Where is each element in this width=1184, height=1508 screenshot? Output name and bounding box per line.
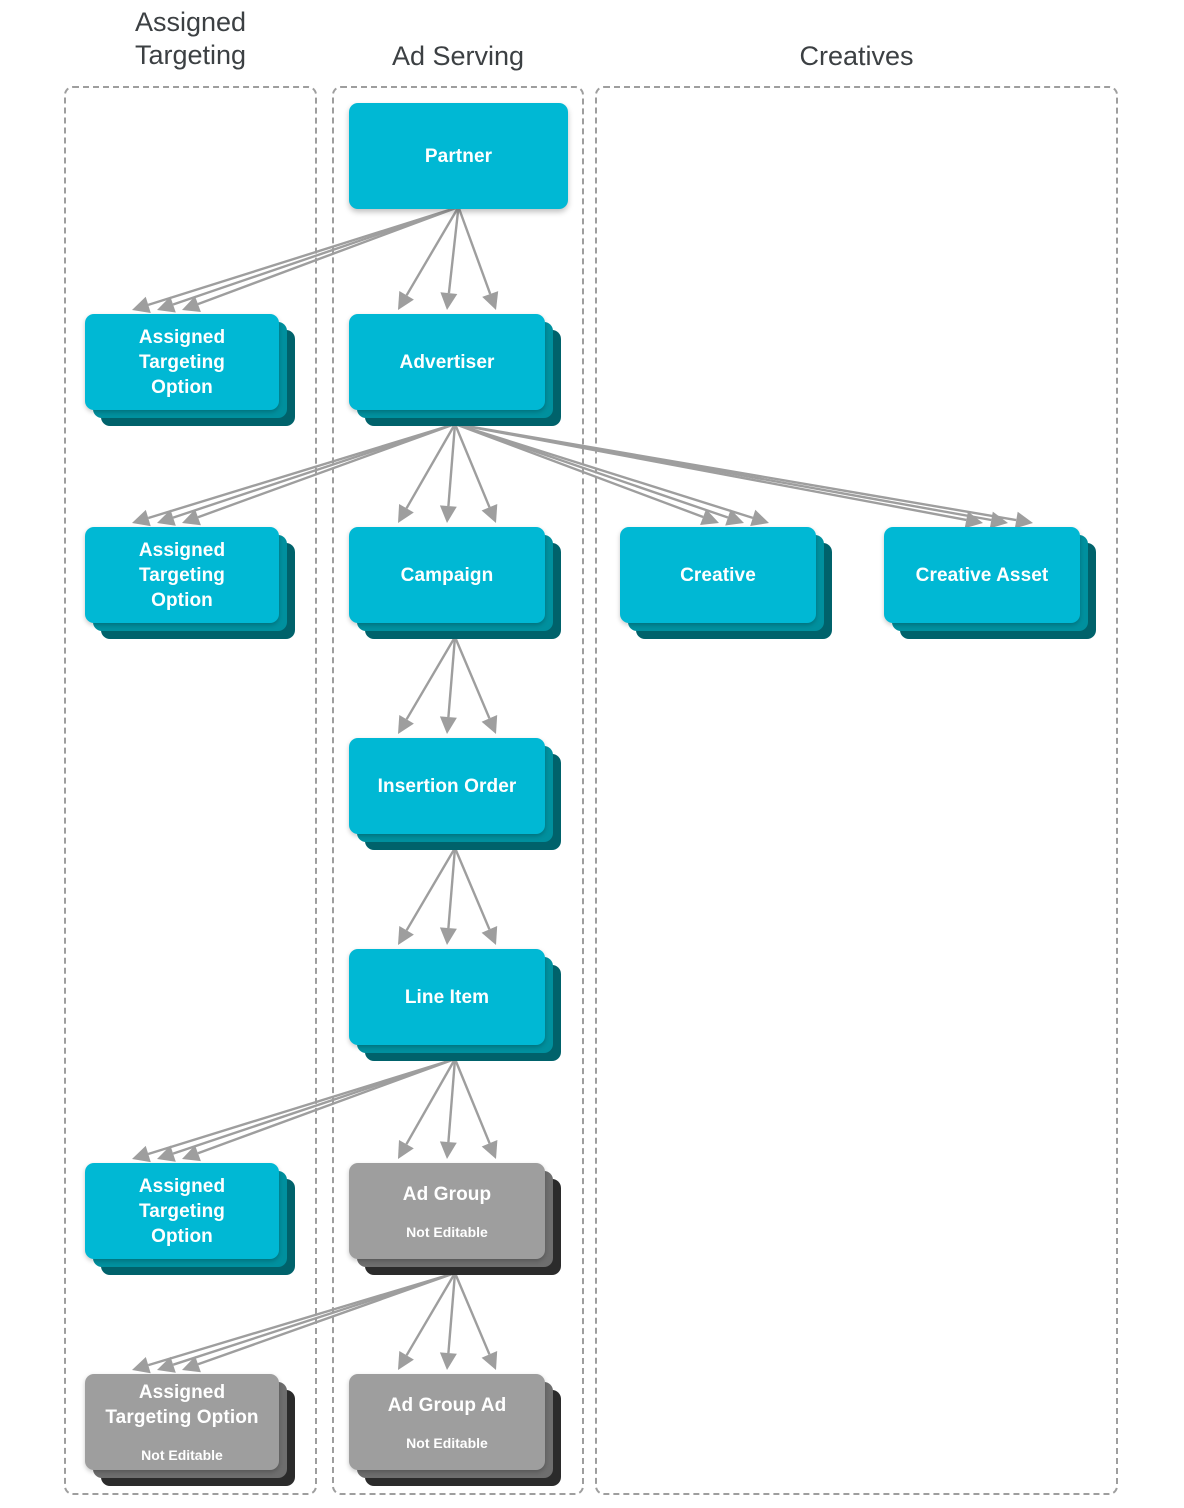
node-line-item[interactable]: Line Item [349, 949, 563, 1063]
node-creative-asset-face[interactable]: Creative Asset [884, 527, 1080, 623]
node-assigned-targeting-option-ad-group-label: Assigned Targeting Option [105, 1382, 259, 1428]
node-ad-group-ad-face[interactable]: Ad Group Ad Not Editable [349, 1374, 545, 1470]
node-campaign[interactable]: Campaign [349, 527, 563, 641]
node-partner-label: Partner [424, 145, 493, 167]
node-ad-group-ad-label: Ad Group Ad [387, 1394, 507, 1416]
node-partner-face[interactable]: Partner [349, 103, 568, 209]
node-assigned-targeting-option-line-item-label: Assigned Targeting Option [138, 1175, 226, 1247]
node-creative[interactable]: Creative [620, 527, 834, 641]
node-assigned-targeting-option-line-item[interactable]: Assigned Targeting Option [85, 1163, 297, 1277]
node-creative-face[interactable]: Creative [620, 527, 816, 623]
node-assigned-targeting-option-advertiser-face[interactable]: Assigned Targeting Option [85, 527, 279, 623]
node-assigned-targeting-option-partner-face[interactable]: Assigned Targeting Option [85, 314, 279, 410]
node-line-item-face[interactable]: Line Item [349, 949, 545, 1045]
node-assigned-targeting-option-partner[interactable]: Assigned Targeting Option [85, 314, 297, 428]
node-insertion-order[interactable]: Insertion Order [349, 738, 563, 852]
node-assigned-targeting-option-partner-label: Assigned Targeting Option [138, 326, 226, 398]
node-campaign-face[interactable]: Campaign [349, 527, 545, 623]
node-insertion-order-label: Insertion Order [377, 775, 517, 797]
node-insertion-order-face[interactable]: Insertion Order [349, 738, 545, 834]
node-ad-group-ad-sublabel: Not Editable [406, 1434, 488, 1451]
column-creatives [595, 86, 1118, 1495]
node-creative-asset[interactable]: Creative Asset [884, 527, 1098, 641]
node-ad-group-ad[interactable]: Ad Group Ad Not Editable [349, 1374, 563, 1488]
node-line-item-label: Line Item [404, 986, 490, 1008]
node-assigned-targeting-option-ad-group-sublabel: Not Editable [141, 1447, 223, 1463]
node-advertiser[interactable]: Advertiser [349, 314, 563, 428]
node-ad-group-sublabel: Not Editable [406, 1223, 488, 1240]
node-campaign-label: Campaign [400, 564, 494, 586]
node-assigned-targeting-option-line-item-face[interactable]: Assigned Targeting Option [85, 1163, 279, 1259]
column-ad-serving [332, 86, 584, 1495]
column-title-creatives: Creatives [799, 41, 914, 71]
node-advertiser-face[interactable]: Advertiser [349, 314, 545, 410]
column-title-assigned-targeting: Assigned Targeting [134, 7, 247, 70]
node-creative-label: Creative [680, 564, 756, 586]
node-ad-group-label: Ad Group [402, 1183, 492, 1205]
node-assigned-targeting-option-advertiser[interactable]: Assigned Targeting Option [85, 527, 297, 641]
node-assigned-targeting-option-advertiser-label: Assigned Targeting Option [138, 539, 226, 611]
node-creative-asset-label: Creative Asset [915, 564, 1049, 586]
node-partner[interactable]: Partner [349, 103, 586, 227]
node-advertiser-label: Advertiser [399, 351, 495, 373]
column-assigned-targeting [64, 86, 317, 1495]
column-title-ad-serving: Ad Serving [391, 41, 525, 71]
